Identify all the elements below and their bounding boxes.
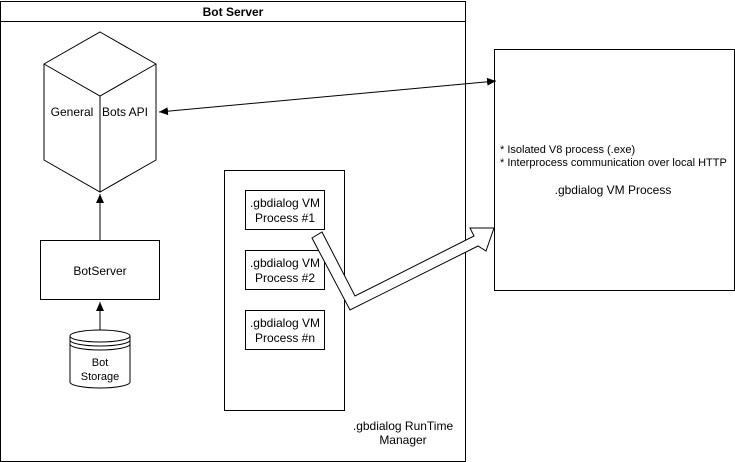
vm-process-n: .gbdialog VM Process #n bbox=[245, 310, 325, 350]
runtime-manager-label-2: Manager bbox=[379, 433, 426, 447]
bot-server-title: Bot Server bbox=[203, 5, 264, 19]
general-bots-api-cube: General Bots API bbox=[43, 31, 157, 193]
arrow-api-to-vm-process bbox=[158, 77, 497, 116]
botserver-label: BotServer bbox=[73, 264, 126, 278]
vm-process-n-line2: Process #n bbox=[255, 331, 315, 345]
runtime-manager-label-1: .gbdialog RunTime bbox=[353, 419, 454, 433]
bot-storage-label-2: Storage bbox=[81, 371, 120, 383]
vm-process-2-line1: .gbdialog VM bbox=[250, 256, 320, 270]
vm-process-box: * Isolated V8 process (.exe) * Interproc… bbox=[494, 49, 735, 291]
vm-process-bullet-1: * Isolated V8 process (.exe) bbox=[500, 144, 635, 156]
vm-process-1: .gbdialog VM Process #1 bbox=[245, 190, 325, 230]
vm-process-1-line2: Process #1 bbox=[255, 211, 315, 225]
runtime-manager: .gbdialog VM Process #1 .gbdialog VM Pro… bbox=[224, 170, 454, 447]
hollow-flow-arrow bbox=[311, 227, 495, 311]
bot-storage-label-1: Bot bbox=[92, 357, 109, 369]
vm-process-n-line1: .gbdialog VM bbox=[250, 316, 320, 330]
vm-process-title: .gbdialog VM Process bbox=[555, 183, 672, 197]
vm-process-1-line1: .gbdialog VM bbox=[250, 196, 320, 210]
vm-process-2-line2: Process #2 bbox=[255, 271, 315, 285]
cube-left-label: General bbox=[51, 105, 94, 119]
vm-process-bullet-2: * Interprocess communication over local … bbox=[500, 157, 727, 169]
botserver-box: BotServer bbox=[40, 240, 160, 300]
bot-storage-cylinder: Bot Storage bbox=[69, 329, 131, 389]
vm-process-2: .gbdialog VM Process #2 bbox=[245, 250, 325, 290]
cube-right-label: Bots API bbox=[102, 105, 148, 119]
